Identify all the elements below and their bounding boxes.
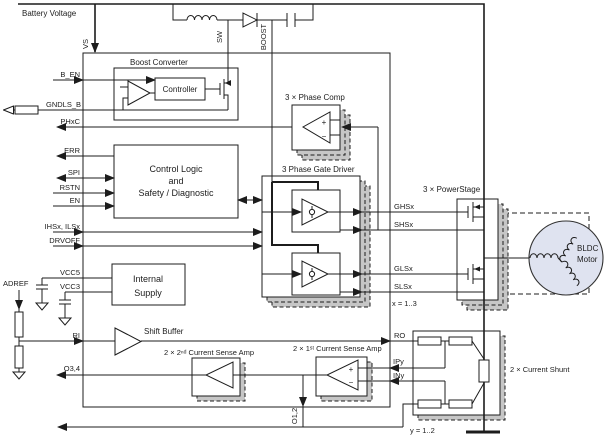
boost-external-loop — [172, 4, 314, 182]
motor-circle — [528, 220, 604, 296]
boost-comparator — [127, 80, 152, 106]
boost-pin-label: BOOST — [259, 23, 268, 50]
ls-driver-symbol — [308, 270, 316, 278]
motor-coil-c — [561, 260, 580, 287]
amp1-plus: + — [349, 365, 354, 374]
adref-resistor-top — [14, 311, 24, 338]
boost-converter-internals — [120, 79, 231, 110]
internal-supply-box — [111, 263, 186, 306]
vcc3-label: VCC3 — [60, 282, 80, 291]
glsx-label: GLSx — [394, 264, 413, 273]
ghsx-label: GHSx — [394, 202, 414, 211]
phxc-label: PHxC — [60, 117, 80, 126]
hs-mosfet — [467, 202, 484, 222]
amp1-label: 2 × 1ˢᵗ Current Sense Amp — [293, 344, 382, 353]
battery-voltage-label: Battery Voltage — [22, 9, 77, 18]
divider-ground — [11, 371, 27, 380]
gate-driver-label: 3 Phase Gate Driver — [282, 165, 355, 174]
amp1-minus: − — [349, 378, 354, 387]
drvoff-label: DRVOFF — [49, 236, 80, 245]
control-logic-line2: and — [168, 176, 183, 186]
spi-label: SPI — [68, 168, 80, 177]
boost-converter-label: Boost Converter — [130, 58, 188, 67]
vcc5-ground — [34, 302, 50, 311]
x-range-label: x = 1..3 — [392, 299, 417, 308]
vcc5-capacitor — [36, 278, 48, 303]
motor-coil-a — [529, 253, 559, 259]
vcc5-label: VCC5 — [60, 268, 80, 277]
boost-fet-gate — [205, 83, 221, 95]
amp1-triangle — [325, 359, 359, 391]
phase-comp-plus: + — [322, 118, 327, 127]
shunt-resistor — [478, 359, 490, 383]
b-en-label: B_EN — [60, 70, 80, 79]
boost-capacitor — [286, 13, 296, 27]
shunt-res-3 — [417, 399, 442, 409]
shunt-res-4 — [448, 399, 473, 409]
bldc-motor — [528, 220, 604, 296]
vcc3-capacitor — [59, 292, 71, 318]
motor-coil-b — [559, 237, 578, 263]
internal-supply-line2: Supply — [134, 288, 162, 298]
slsx-label: SLSx — [394, 282, 412, 291]
phase-comp-minus: − — [322, 132, 327, 141]
gate-driver-internals — [262, 181, 340, 288]
power-stage-internals — [467, 202, 484, 284]
gndls-b-label: GNDLS_B — [46, 100, 81, 109]
internal-supply-line1: Internal — [133, 274, 163, 284]
err-label: ERR — [64, 146, 80, 155]
amp2-label: 2 × 2ⁿᵈ Current Sense Amp — [164, 348, 254, 357]
sense-path-internals — [57, 327, 445, 431]
boost-diode — [242, 12, 259, 28]
ihsx-label: IHSx, ILSx — [45, 222, 81, 231]
vs-pin-label: VS — [81, 39, 90, 49]
y-range-label: y = 1..2 — [410, 426, 435, 435]
motor-label-line1: BLDC — [577, 244, 599, 253]
vcc3-ground — [57, 317, 73, 326]
gate-sense-wires — [340, 208, 484, 296]
control-logic-line3: Safety / Diagnostic — [138, 188, 214, 198]
phase-comp-internals — [301, 111, 379, 230]
current-shunt-label: 2 × Current Shunt — [510, 365, 570, 374]
rstn-label: RSTN — [60, 183, 80, 192]
shunt-res-2 — [448, 336, 473, 346]
ls-fet-arrow — [474, 266, 480, 272]
o34-label: O3,4 — [64, 364, 80, 373]
adref-label: ADREF — [3, 279, 29, 288]
shift-buffer-triangle — [114, 327, 143, 356]
controller-label: Controller — [163, 85, 198, 94]
shift-buffer-label: Shift Buffer — [144, 327, 184, 336]
phase-comp-label: 3 × Phase Comp — [285, 93, 345, 102]
decoupling-components — [11, 105, 73, 380]
control-logic-box — [113, 144, 239, 219]
current-shunt-internals — [413, 336, 490, 409]
o12-pin-label: O1,2 — [290, 408, 299, 424]
en-label: EN — [70, 196, 80, 205]
power-stage-label: 3 × PowerStage — [423, 185, 481, 194]
hs-fet-arrow — [474, 204, 480, 210]
amp2-triangle — [204, 361, 234, 389]
control-logic-line1: Control Logic — [149, 164, 203, 174]
phase-comparator — [301, 111, 331, 144]
motor-label-line2: Motor — [577, 255, 598, 264]
shunt-res-1 — [417, 336, 442, 346]
gate-driver-block — [261, 175, 371, 308]
sw-pin-label: SW — [215, 30, 224, 43]
boost-fet-arrow — [225, 80, 231, 86]
gndls-b-resistor — [14, 105, 39, 115]
inductor — [186, 15, 218, 21]
hs-driver-symbol — [308, 208, 316, 216]
ipy-label: IPy — [393, 357, 404, 366]
ri-label: RI — [73, 331, 81, 340]
ls-mosfet — [467, 264, 484, 284]
iny-label: INy — [393, 371, 405, 380]
ro-label: RO — [394, 331, 405, 340]
left-pin-wires — [4, 76, 292, 379]
shsx-label: SHSx — [394, 220, 413, 229]
power-stage-block — [456, 198, 509, 311]
adref-resistor-bottom — [14, 345, 24, 369]
